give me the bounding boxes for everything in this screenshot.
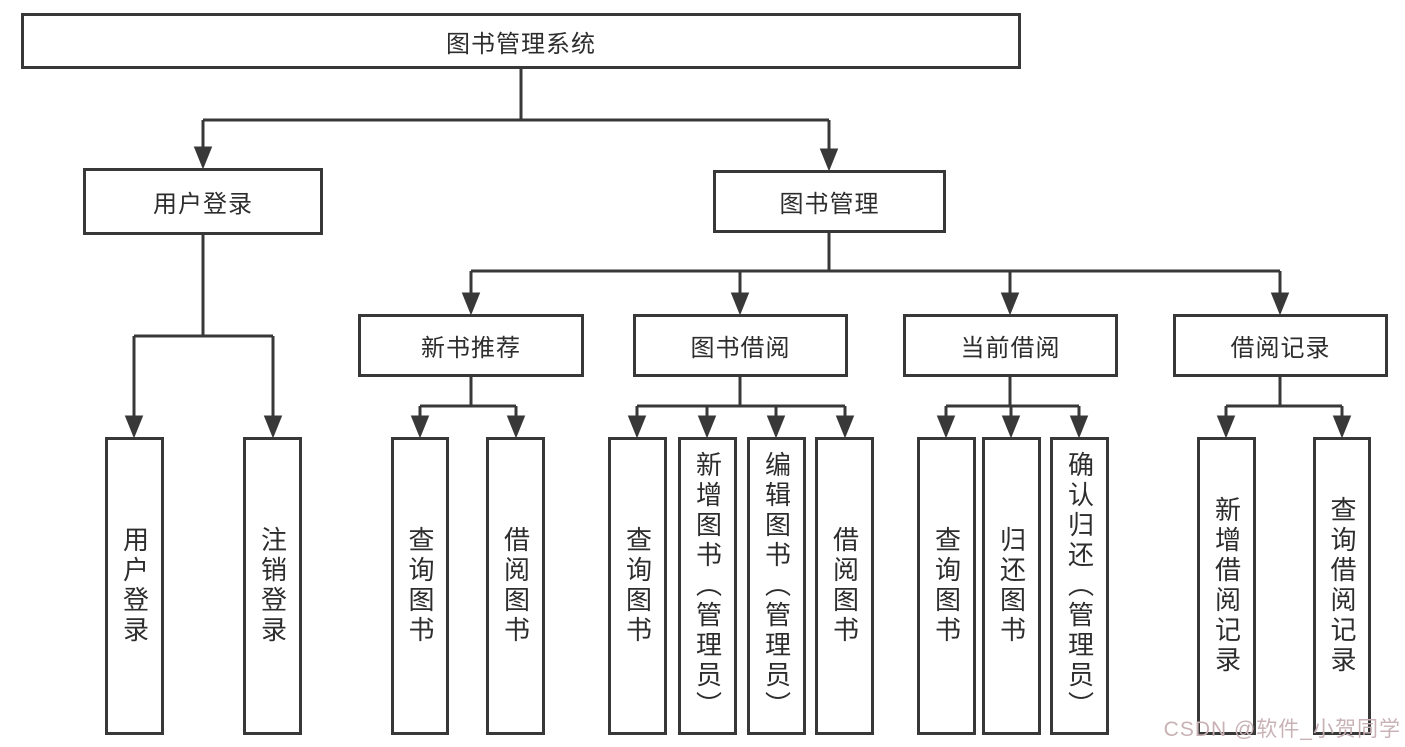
- arrowhead: [1270, 292, 1290, 316]
- arrowhead: [627, 415, 647, 439]
- arrowhead: [819, 148, 839, 172]
- connector-new-book-recommend: [410, 377, 526, 439]
- leaf-borrow-books-recommend: 借阅图书: [486, 437, 545, 735]
- leaf-return-books: 归还图书: [982, 437, 1041, 735]
- node-current-borrowing: 当前借阅: [903, 314, 1118, 377]
- connector-current-borrowing: [936, 377, 1089, 439]
- node-user-login: 用户登录: [83, 168, 323, 235]
- arrowhead: [1332, 415, 1352, 439]
- arrowhead: [697, 415, 717, 439]
- leaf-user-login: 用户登录: [105, 437, 164, 735]
- node-new-book-recommend: 新书推荐: [358, 314, 584, 377]
- leaf-query-books-recommend: 查询图书: [391, 437, 449, 735]
- arrowhead: [461, 292, 481, 316]
- leaf-confirm-return-admin: 确认归还（管理员）: [1050, 437, 1109, 735]
- leaf-query-books-current: 查询图书: [917, 437, 976, 735]
- leaf-add-books-admin: 新增图书（管理员）: [678, 437, 737, 735]
- arrowhead: [1001, 415, 1021, 439]
- arrowhead: [1216, 415, 1236, 439]
- leaf-query-borrow-record: 查询借阅记录: [1313, 437, 1371, 735]
- arrowhead: [124, 415, 144, 439]
- csdn-watermark: CSDN @软件_小贺同学: [1163, 718, 1401, 741]
- connector-root: [193, 69, 839, 172]
- arrowhead: [766, 415, 786, 439]
- leaf-edit-books-admin: 编辑图书（管理员）: [747, 437, 806, 735]
- node-book-borrowing: 图书借阅: [633, 314, 848, 377]
- connector-book-management: [461, 233, 1290, 316]
- arrowhead: [835, 415, 855, 439]
- node-book-management: 图书管理: [713, 170, 946, 233]
- arrowhead: [506, 415, 526, 439]
- connector-borrow-records: [1216, 377, 1352, 439]
- arrowhead: [936, 415, 956, 439]
- node-borrow-records: 借阅记录: [1173, 314, 1388, 377]
- arrowhead: [410, 415, 430, 439]
- arrowhead: [193, 146, 213, 170]
- arrowhead: [263, 415, 283, 439]
- connector-user-login: [124, 235, 283, 439]
- leaf-logout: 注销登录: [243, 437, 302, 735]
- node-library-management-system: 图书管理系统: [21, 13, 1021, 69]
- arrowhead: [730, 292, 750, 316]
- connector-book-borrowing: [627, 377, 855, 439]
- leaf-borrow-books-borrowing: 借阅图书: [815, 437, 874, 735]
- arrowhead: [1000, 292, 1020, 316]
- leaf-query-books-borrowing: 查询图书: [608, 437, 667, 735]
- arrowhead: [1069, 415, 1089, 439]
- leaf-add-borrow-record: 新增借阅记录: [1197, 437, 1256, 735]
